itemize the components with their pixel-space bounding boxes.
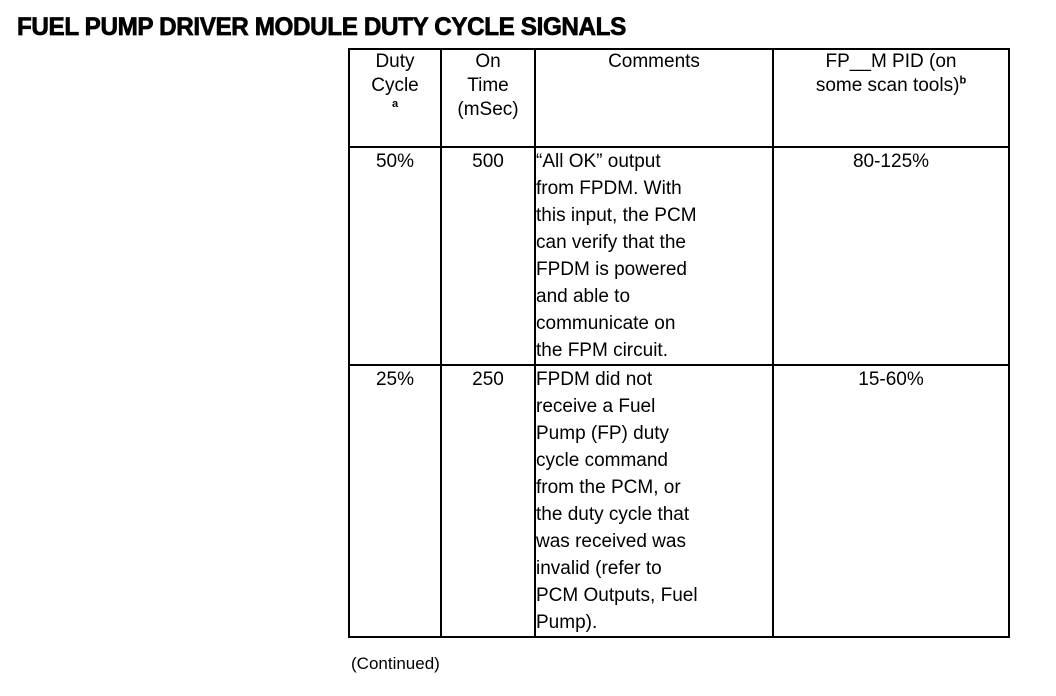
comment-line: invalid (refer to bbox=[536, 558, 662, 579]
cell-on-time: 250 bbox=[440, 364, 536, 638]
comment-line: receive a Fuel bbox=[536, 396, 656, 417]
header-duty-cycle-footnote: a bbox=[391, 98, 399, 110]
header-duty-cycle-line1: Duty bbox=[375, 51, 415, 72]
header-comments: Comments bbox=[534, 48, 774, 148]
cell-fpm-pid: 80-125% bbox=[772, 146, 1010, 366]
header-on-time-line3: (mSec) bbox=[457, 99, 519, 120]
cell-duty-cycle: 25% bbox=[348, 364, 442, 638]
header-fpm-pid-line1: FP__M PID (on bbox=[825, 51, 957, 72]
header-on-time: On Time (mSec) bbox=[440, 48, 536, 148]
comment-line: can verify that the bbox=[536, 232, 686, 253]
comment-line: the FPM circuit. bbox=[536, 340, 668, 361]
header-on-time-line2: Time bbox=[467, 75, 509, 96]
cell-comments: “All OK” output from FPDM. With this inp… bbox=[534, 146, 774, 366]
comment-line: Pump (FP) duty bbox=[536, 423, 670, 444]
cell-duty-cycle: 50% bbox=[348, 146, 442, 366]
duty-cycle-signals-table: Duty Cycle a On Time (mSec) Comments FP_… bbox=[348, 48, 1010, 638]
comment-line: from FPDM. With bbox=[536, 178, 682, 199]
table-row: 50% 500 “All OK” output from FPDM. With … bbox=[348, 146, 1010, 366]
comment-line: was received was bbox=[536, 531, 686, 552]
header-fpm-pid: FP__M PID (on some scan tools)b bbox=[772, 48, 1010, 148]
header-duty-cycle: Duty Cycle a bbox=[348, 48, 442, 148]
table-header-row: Duty Cycle a On Time (mSec) Comments FP_… bbox=[348, 48, 1010, 148]
table-row: 25% 250 FPDM did not receive a Fuel Pump… bbox=[348, 364, 1010, 638]
comment-line: from the PCM, or bbox=[536, 477, 681, 498]
header-fpm-pid-line2: some scan tools) bbox=[815, 75, 960, 96]
comment-line: and able to bbox=[536, 286, 631, 307]
header-on-time-line1: On bbox=[475, 51, 501, 72]
comment-line: this input, the PCM bbox=[536, 205, 697, 226]
header-duty-cycle-line2: Cycle bbox=[371, 75, 419, 96]
cell-on-time: 500 bbox=[440, 146, 536, 366]
cell-comments: FPDM did not receive a Fuel Pump (FP) du… bbox=[534, 364, 774, 638]
continued-note: (Continued) bbox=[351, 654, 440, 673]
page-title: FUEL PUMP DRIVER MODULE DUTY CYCLE SIGNA… bbox=[17, 13, 627, 42]
header-comments-label: Comments bbox=[608, 51, 700, 72]
comment-line: cycle command bbox=[536, 450, 668, 471]
header-fpm-pid-footnote: b bbox=[959, 74, 967, 87]
comment-line: “All OK” output bbox=[536, 151, 661, 172]
comment-line: FPDM is powered bbox=[536, 259, 687, 280]
comment-line: Pump). bbox=[536, 612, 598, 633]
cell-fpm-pid: 15-60% bbox=[772, 364, 1010, 638]
comment-line: PCM Outputs, Fuel bbox=[536, 585, 698, 606]
comment-line: communicate on bbox=[536, 313, 676, 334]
comment-line: FPDM did not bbox=[536, 369, 653, 390]
comment-line: the duty cycle that bbox=[536, 504, 690, 525]
